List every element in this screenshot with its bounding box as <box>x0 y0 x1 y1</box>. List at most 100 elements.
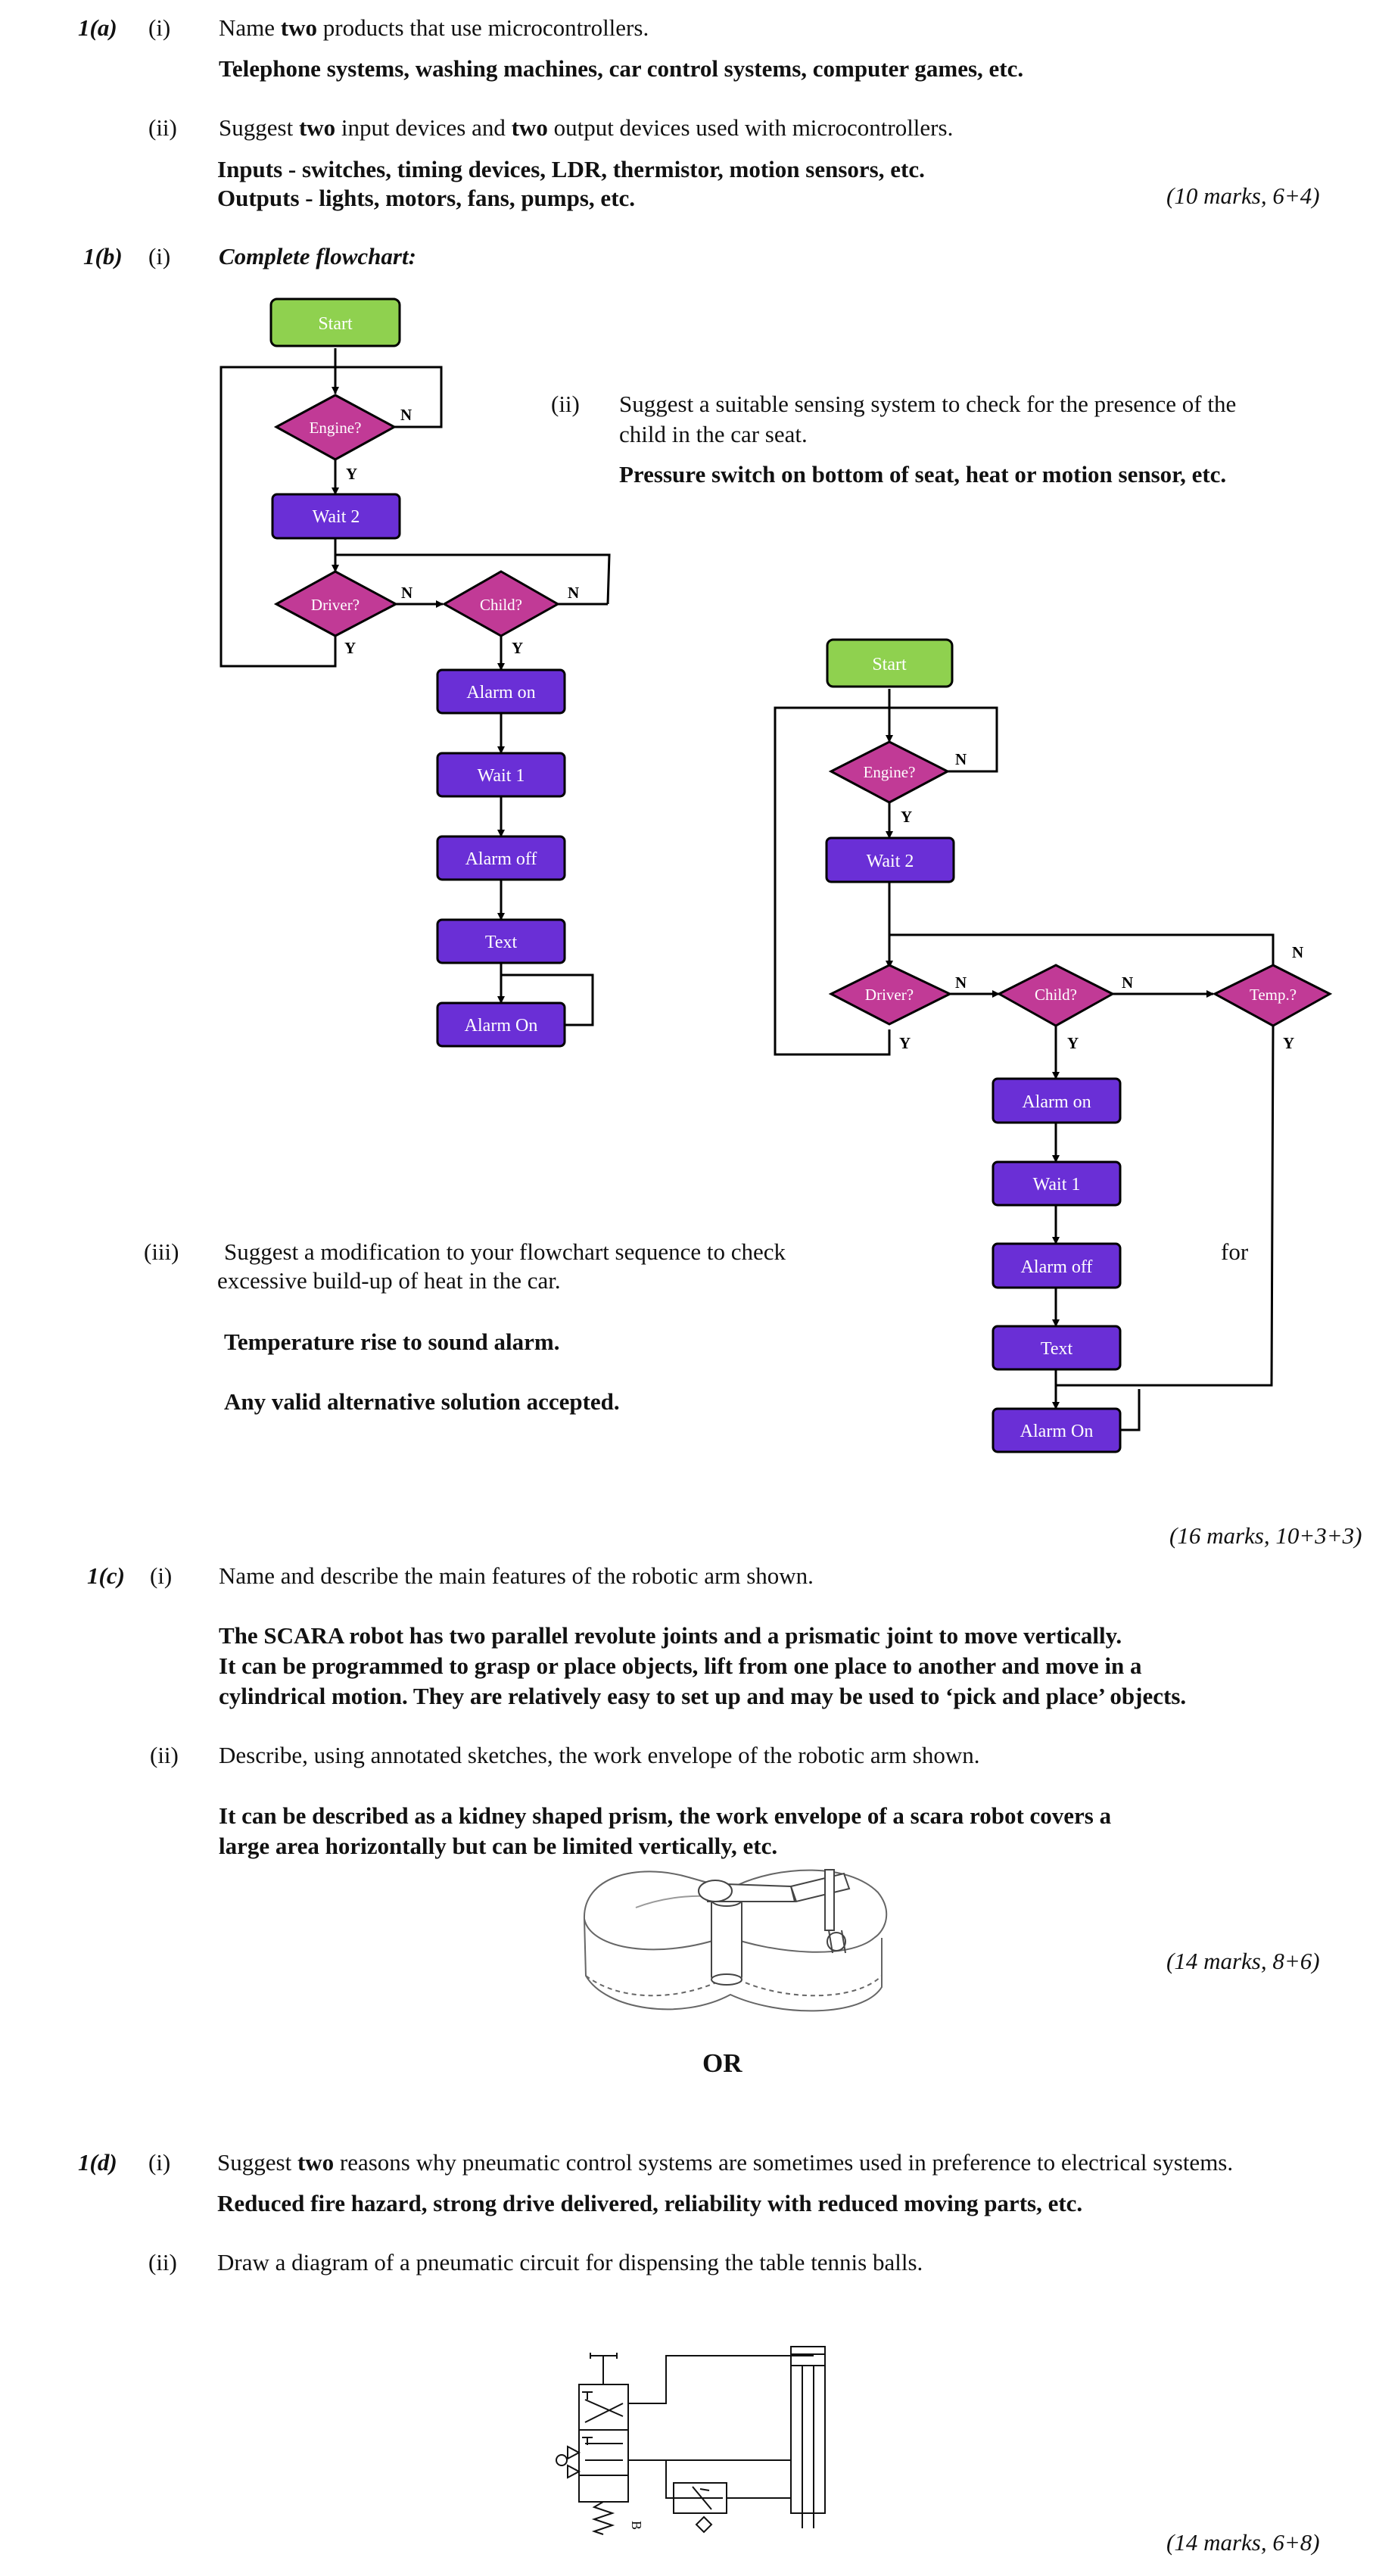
marks-1a: (10 marks, 6+4) <box>1166 182 1320 209</box>
flowchart-2: Start Engine? Wait 2 Driver? Child? Temp… <box>774 638 1333 1453</box>
fc1-alarm-off-shape <box>436 835 566 881</box>
fc1-text-shape <box>436 918 566 964</box>
question-text-1a-i: Name two products that use microcontroll… <box>219 14 649 41</box>
part-roman-1b-iii: (iii) <box>144 1238 179 1265</box>
answer-1b-ii: Pressure switch on bottom of seat, heat … <box>619 461 1227 487</box>
marks-1b-partial: (16 marks, 10+3+3) <box>1169 1522 1362 1549</box>
fc2-alarm-off-shape <box>992 1242 1122 1289</box>
fc2-wait2-label: Wait 2 <box>867 852 914 871</box>
or-divider: OR <box>702 2048 742 2078</box>
fc2-engine-y: Y <box>901 808 912 826</box>
part-roman-1b-i: (i) <box>148 243 171 269</box>
fc2-temp-shape <box>1212 964 1333 1027</box>
part-roman-1a-i: (i) <box>148 14 171 41</box>
fc2-text-label: Text <box>1041 1339 1073 1359</box>
fc2-temp-label: Temp.? <box>1250 986 1297 1004</box>
answer-1c-i-2: It can be programmed to grasp or place o… <box>219 1652 1142 1679</box>
fc1-wait2-label: Wait 2 <box>313 507 360 527</box>
question-number-1c: 1(c) <box>87 1562 125 1589</box>
fc1-alarm-on2-label: Alarm On <box>465 1016 538 1036</box>
fc2-engine-shape <box>828 740 951 804</box>
fc1-engine-shape <box>273 394 397 461</box>
answer-1c-ii-2: large area horizontally but can be limit… <box>219 1833 778 1859</box>
answer-1a-ii-outputs: Outputs - lights, motors, fans, pumps, e… <box>217 185 636 211</box>
fc1-alarm-on-shape <box>436 668 566 715</box>
fc2-engine-label: Engine? <box>864 763 916 781</box>
question-text-1c-i: Name and describe the main features of t… <box>219 1562 814 1589</box>
fc2-alarm-on-shape <box>992 1077 1122 1124</box>
question-text-1a-ii: Suggest two input devices and two output… <box>219 114 954 141</box>
answer-1c-i-1: The SCARA robot has two parallel revolut… <box>219 1622 1122 1649</box>
answer-1a-ii-inputs: Inputs - switches, timing devices, LDR, … <box>217 156 925 182</box>
fc2-text-shape <box>992 1325 1122 1371</box>
fc2-wait2-shape <box>825 836 955 883</box>
answer-1d-i: Reduced fire hazard, strong drive delive… <box>217 2190 1083 2216</box>
fc2-temp-n: N <box>1292 943 1303 961</box>
question-text-1d-i: Suggest two reasons why pneumatic contro… <box>217 2149 1234 2176</box>
part-roman-1d-ii: (ii) <box>148 2249 177 2275</box>
scara-work-envelope-sketch <box>583 1869 888 2012</box>
fc1-alarm-on2-shape <box>436 1001 566 1048</box>
fc2-wait1-label: Wait 1 <box>1033 1175 1081 1195</box>
question-text-1b-ii-line1: Suggest a suitable sensing system to che… <box>619 391 1237 417</box>
marks-1c: (14 marks, 8+6) <box>1166 1948 1320 1974</box>
fc1-alarm-off-label: Alarm off <box>465 849 537 869</box>
answer-1c-ii-1: It can be described as a kidney shaped p… <box>219 1802 1112 1829</box>
fc1-child-n: N <box>568 584 579 602</box>
fc1-start-label: Start <box>318 314 353 334</box>
fc2-alarm-off-label: Alarm off <box>1021 1257 1093 1277</box>
marks-1d: (14 marks, 6+8) <box>1166 2529 1320 2556</box>
fc1-child-label: Child? <box>480 596 522 614</box>
part-roman-1d-i: (i) <box>148 2149 171 2176</box>
fc1-text-label: Text <box>485 933 518 952</box>
fc1-driver-label: Driver? <box>311 596 360 614</box>
fc2-start-label: Start <box>872 655 907 674</box>
part-roman-1c-ii: (ii) <box>150 1742 179 1768</box>
fc1-wait1-label: Wait 1 <box>478 766 525 786</box>
pneumatic-label-b: B <box>629 2521 644 2530</box>
question-number-1a: 1(a) <box>78 14 117 41</box>
question-text-1b-ii-line2: child in the car seat. <box>619 421 808 447</box>
fc2-temp-y: Y <box>1283 1034 1294 1052</box>
fc2-driver-n: N <box>955 973 967 992</box>
fc1-driver-n: N <box>401 584 412 602</box>
question-number-1d: 1(d) <box>78 2149 117 2176</box>
fc1-start-shape <box>269 297 401 347</box>
question-number-1b: 1(b) <box>83 243 123 269</box>
fc2-engine-n: N <box>955 750 967 768</box>
part-roman-1a-ii: (ii) <box>148 114 177 141</box>
fc2-child-y: Y <box>1067 1034 1079 1052</box>
fc2-driver-label: Driver? <box>865 986 914 1004</box>
fc1-alarm-on-label: Alarm on <box>466 683 535 702</box>
fc2-start-shape <box>826 638 954 688</box>
fc2-driver-y: Y <box>899 1034 911 1052</box>
question-text-1d-ii: Draw a diagram of a pneumatic circuit fo… <box>217 2249 923 2275</box>
fc1-driver-shape <box>273 570 399 637</box>
fc1-child-y: Y <box>512 639 523 657</box>
pneumatic-circuit-diagram: B <box>556 2346 826 2535</box>
answer-1b-iii-1: Temperature rise to sound alarm. <box>224 1328 560 1355</box>
fc1-driver-y: Y <box>344 639 356 657</box>
fc2-alarm-on2-label: Alarm On <box>1020 1422 1094 1441</box>
question-text-1b-iii-for: for <box>1221 1238 1249 1265</box>
fc1-wait1-shape <box>436 752 566 798</box>
fc1-engine-label: Engine? <box>310 419 362 437</box>
fc1-engine-n: N <box>400 406 412 424</box>
part-roman-1c-i: (i) <box>150 1562 173 1589</box>
fc2-child-n: N <box>1122 973 1133 992</box>
question-text-1b-iii-line1: Suggest a modification to your flowchart… <box>224 1238 786 1265</box>
fc2-driver-shape <box>828 964 953 1026</box>
question-text-1b-i: Complete flowchart: <box>219 243 416 269</box>
answer-1c-i-3: cylindrical motion. They are relatively … <box>219 1683 1187 1709</box>
fc1-wait2-shape <box>271 493 401 540</box>
fc2-child-label: Child? <box>1035 986 1077 1004</box>
fc2-alarm-on-label: Alarm on <box>1022 1092 1091 1112</box>
flowchart-1: Start Engine? Wait 2 Driver? Child? Alar… <box>219 297 611 1048</box>
question-text-1b-iii-line2: excessive build-up of heat in the car. <box>217 1267 561 1294</box>
fc2-child-shape <box>996 964 1116 1027</box>
fc2-wait1-shape <box>992 1160 1122 1207</box>
fc2-alarm-on2-shape <box>992 1407 1122 1453</box>
fc1-engine-y: Y <box>346 465 357 483</box>
answer-1b-iii-2: Any valid alternative solution accepted. <box>224 1388 620 1415</box>
fc1-child-shape <box>441 570 561 637</box>
